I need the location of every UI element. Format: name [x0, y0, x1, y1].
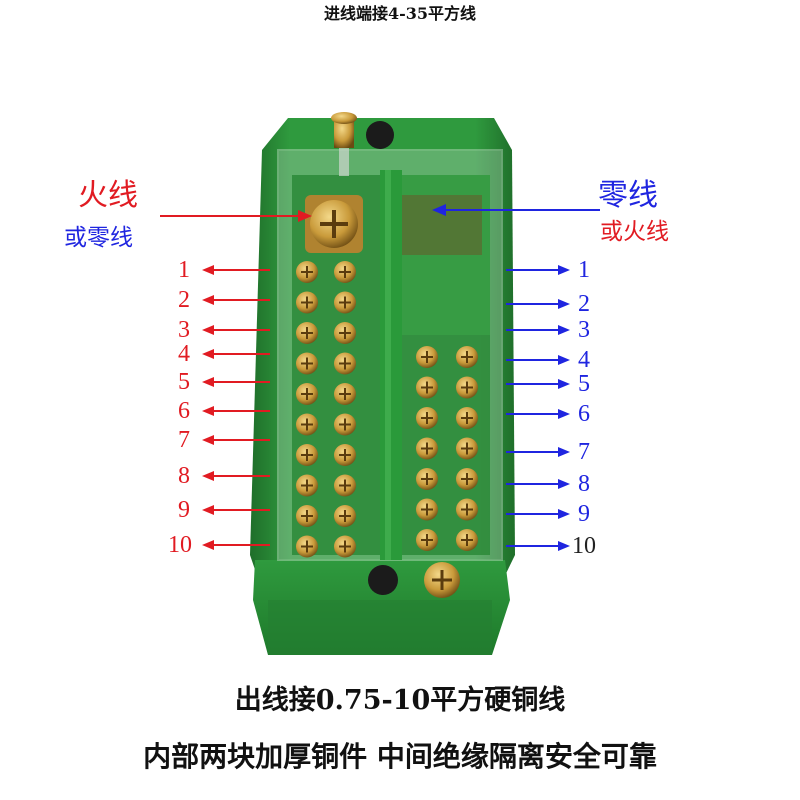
- screw-slot: [301, 327, 313, 339]
- screw-slot: [461, 351, 473, 363]
- top-caption: 进线端接4-35平方线: [323, 4, 477, 23]
- left-output-number: 8: [178, 463, 190, 489]
- left-input-sub-label: 或零线: [64, 225, 133, 251]
- screw-slot: [461, 503, 473, 516]
- output-arrows-left: [202, 265, 270, 550]
- right-output-number: 5: [578, 371, 590, 397]
- screw-slot: [301, 357, 313, 370]
- left-output-number: 9: [178, 497, 190, 523]
- left-output-number: 5: [178, 369, 190, 395]
- output-arrow-head: [202, 471, 214, 481]
- left-screw-columns: [296, 261, 356, 558]
- right-input-main-label: 零线: [598, 178, 658, 213]
- output-arrow-head: [558, 447, 570, 457]
- left-output-number: 3: [178, 317, 190, 343]
- output-arrow-head: [558, 265, 570, 275]
- right-output-number: 2: [578, 291, 590, 317]
- screw-slot: [339, 540, 351, 553]
- output-arrow-head: [558, 355, 570, 365]
- output-arrow-head: [202, 435, 214, 445]
- output-arrow-head: [202, 349, 214, 359]
- output-arrow-head: [558, 299, 570, 309]
- right-output-number: 9: [578, 501, 590, 527]
- screw-slot: [301, 510, 313, 522]
- output-arrow-head: [558, 509, 570, 519]
- screw-slot: [421, 351, 433, 363]
- output-arrow-head: [202, 540, 214, 550]
- left-output-number: 7: [178, 427, 190, 453]
- output-arrow-head: [202, 406, 214, 416]
- right-screw-columns: [416, 346, 478, 551]
- right-output-number: 6: [578, 401, 590, 427]
- input-screw-left: [305, 195, 363, 253]
- screw-slot: [339, 479, 351, 492]
- screw-slot: [301, 418, 313, 431]
- output-arrow-head: [558, 379, 570, 389]
- left-output-number: 1: [178, 257, 190, 283]
- screw-slot: [421, 442, 433, 455]
- screw-slot: [301, 266, 313, 278]
- screw-slot: [461, 442, 473, 455]
- right-output-number: 8: [578, 471, 590, 497]
- output-arrow-head: [202, 265, 214, 275]
- screw-slot: [301, 540, 313, 553]
- right-output-number: 7: [578, 439, 590, 465]
- output-arrow-head: [558, 409, 570, 419]
- screw-slot: [421, 412, 433, 424]
- screw-slot: [339, 449, 351, 461]
- screw-slot: [301, 479, 313, 492]
- screw-slot: [339, 266, 351, 278]
- input-arrow-left: [160, 210, 312, 222]
- screw-slot: [339, 510, 351, 522]
- screw-slot: [339, 418, 351, 431]
- screw-slot: [461, 412, 473, 424]
- right-input-sub-label: 或火线: [600, 219, 669, 245]
- output-arrow-head: [558, 325, 570, 335]
- screw-slot: [301, 296, 313, 309]
- bottom-caption: 内部两块加厚铜件 中间绝缘隔离安全可靠: [143, 740, 657, 773]
- output-arrow-head: [558, 479, 570, 489]
- input-block-right: [402, 195, 482, 255]
- screw-slot: [339, 388, 351, 400]
- screw-slot: [301, 388, 313, 400]
- output-arrow-head: [202, 295, 214, 305]
- input-arrow-right: [432, 204, 600, 216]
- output-arrow-head: [202, 325, 214, 335]
- left-output-number: 10: [168, 532, 192, 558]
- right-output-number: 4: [578, 347, 590, 373]
- screw-slot: [421, 503, 433, 516]
- screw-slot: [461, 473, 473, 485]
- output-arrows-right: [506, 265, 570, 551]
- left-output-number: 6: [178, 398, 190, 424]
- left-input-main-label: 火线: [78, 178, 138, 213]
- right-output-number: 3: [578, 317, 590, 343]
- screw-slot: [461, 534, 473, 546]
- screw-slot: [339, 327, 351, 339]
- screw-slot: [339, 357, 351, 370]
- left-output-number: 2: [178, 287, 190, 313]
- right-output-number: 1: [578, 257, 590, 283]
- left-output-number: 4: [178, 341, 190, 367]
- screw-slot: [421, 381, 433, 394]
- screw-slot: [461, 381, 473, 394]
- screw-slot: [339, 296, 351, 309]
- output-arrow-head: [558, 541, 570, 551]
- output-arrow-head: [202, 377, 214, 387]
- screw-slot: [421, 534, 433, 546]
- output-arrow-head: [202, 505, 214, 515]
- screw-slot: [301, 449, 313, 461]
- screw-slot: [421, 473, 433, 485]
- output-caption: 出线接0.75-10平方硬铜线: [234, 685, 566, 716]
- right-output-number: 10: [572, 533, 596, 559]
